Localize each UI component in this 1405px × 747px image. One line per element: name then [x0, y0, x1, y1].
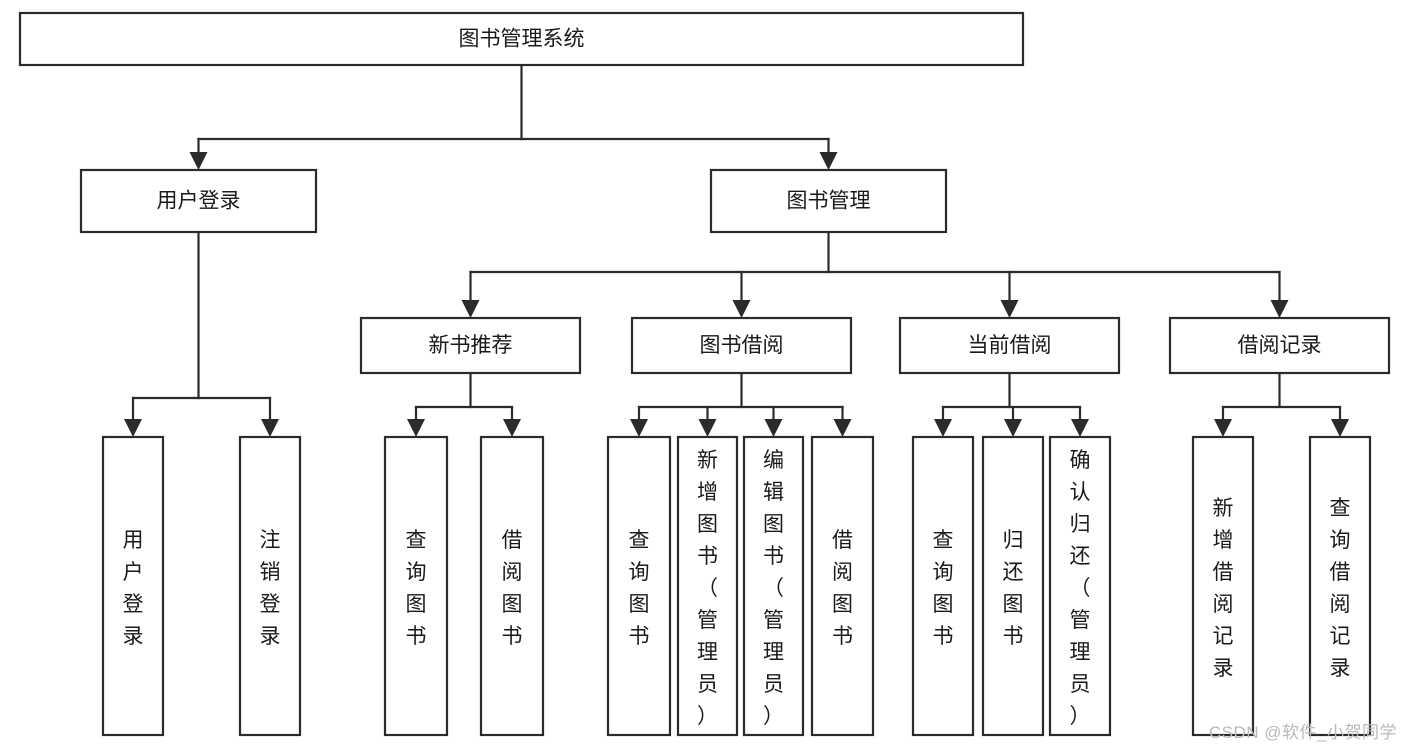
arrow-head-icon — [819, 152, 838, 170]
arrow-head-icon — [503, 419, 521, 437]
leaf-label: 用户登录 — [123, 529, 144, 648]
level2-box[interactable] — [709, 168, 948, 234]
arrow-head-icon — [189, 152, 208, 170]
leaf-box[interactable] — [1308, 435, 1372, 737]
arrow-head-icon — [1000, 300, 1019, 318]
leaf-label: 查询图书 — [933, 529, 954, 648]
arrow-head-icon — [407, 419, 425, 437]
leaf-node[interactable]: 借阅图书 — [810, 435, 875, 737]
leaf-label: 确认归还（管理员） — [1070, 449, 1091, 728]
node-layer: 图书管理系统用户登录图书管理新书推荐图书借阅当前借阅借阅记录用户登录注销登录查询… — [18, 11, 1391, 737]
leaf-node[interactable]: 借阅图书 — [479, 435, 545, 737]
leaf-label: 查询借阅记录 — [1330, 497, 1351, 680]
level3-node[interactable]: 图书借阅 — [630, 316, 853, 375]
leaf-box[interactable] — [1191, 435, 1255, 737]
level3-label: 借阅记录 — [1238, 334, 1322, 357]
level3-node[interactable]: 当前借阅 — [898, 316, 1121, 375]
leaf-box[interactable] — [810, 435, 875, 737]
leaf-label: 新增图书（管理员） — [697, 449, 718, 728]
leaf-box[interactable] — [383, 435, 449, 737]
level2-box[interactable] — [79, 168, 318, 234]
level2-label: 图书管理 — [787, 190, 871, 213]
level2-node[interactable]: 用户登录 — [79, 168, 318, 234]
root-label: 图书管理系统 — [459, 28, 585, 51]
level2-label: 用户登录 — [157, 190, 241, 213]
arrow-head-icon — [1331, 419, 1349, 437]
connector-layer — [124, 63, 1349, 437]
leaf-node[interactable]: 注销登录 — [238, 435, 302, 737]
arrow-head-icon — [461, 300, 480, 318]
leaf-label: 编辑图书（管理员） — [763, 449, 784, 728]
arrow-head-icon — [1004, 419, 1022, 437]
csdn-watermark: CSDN @软件_小贺同学 — [1208, 723, 1397, 742]
leaf-box[interactable] — [676, 435, 739, 737]
leaf-box[interactable] — [742, 435, 805, 737]
level3-node[interactable]: 新书推荐 — [359, 316, 582, 375]
leaf-label: 归还图书 — [1003, 529, 1024, 648]
leaf-label: 注销登录 — [260, 529, 281, 648]
arrow-head-icon — [630, 419, 648, 437]
leaf-node[interactable]: 查询借阅记录 — [1308, 435, 1372, 737]
level2-node[interactable]: 图书管理 — [709, 168, 948, 234]
leaf-node[interactable]: 查询图书 — [606, 435, 672, 737]
arrow-head-icon — [732, 300, 751, 318]
root-node[interactable]: 图书管理系统 — [18, 11, 1025, 67]
leaf-box[interactable] — [911, 435, 975, 737]
level3-label: 图书借阅 — [700, 334, 784, 357]
leaf-box[interactable] — [479, 435, 545, 737]
arrow-head-icon — [1071, 419, 1089, 437]
level3-node[interactable]: 借阅记录 — [1168, 316, 1391, 375]
arrow-head-icon — [698, 419, 717, 437]
arrow-head-icon — [833, 419, 852, 437]
leaf-node[interactable]: 确认归还（管理员） — [1048, 435, 1112, 737]
leaf-label: 新增借阅记录 — [1213, 497, 1234, 680]
leaf-label: 借阅图书 — [832, 529, 853, 648]
arrow-head-icon — [764, 419, 783, 437]
level3-box[interactable] — [359, 316, 582, 375]
leaf-node[interactable]: 新增图书（管理员） — [676, 435, 739, 737]
leaf-label: 查询图书 — [629, 529, 650, 648]
level3-box[interactable] — [1168, 316, 1391, 375]
root-box[interactable] — [18, 11, 1025, 67]
leaf-label: 查询图书 — [406, 529, 427, 648]
arrow-head-icon — [1270, 300, 1289, 318]
leaf-box[interactable] — [101, 435, 165, 737]
leaf-box[interactable] — [606, 435, 672, 737]
arrow-head-icon — [934, 419, 952, 437]
leaf-node[interactable]: 新增借阅记录 — [1191, 435, 1255, 737]
leaf-node[interactable]: 归还图书 — [981, 435, 1045, 737]
leaf-box[interactable] — [981, 435, 1045, 737]
leaf-label: 借阅图书 — [502, 529, 523, 648]
arrow-head-icon — [1214, 419, 1232, 437]
leaf-box[interactable] — [238, 435, 302, 737]
level3-label: 当前借阅 — [968, 334, 1052, 357]
arrow-head-icon — [124, 419, 142, 437]
leaf-node[interactable]: 用户登录 — [101, 435, 165, 737]
leaf-node[interactable]: 编辑图书（管理员） — [742, 435, 805, 737]
arrow-head-icon — [261, 419, 279, 437]
leaf-node[interactable]: 查询图书 — [383, 435, 449, 737]
level3-box[interactable] — [898, 316, 1121, 375]
leaf-box[interactable] — [1048, 435, 1112, 737]
leaf-node[interactable]: 查询图书 — [911, 435, 975, 737]
level3-box[interactable] — [630, 316, 853, 375]
level3-label: 新书推荐 — [429, 334, 513, 357]
